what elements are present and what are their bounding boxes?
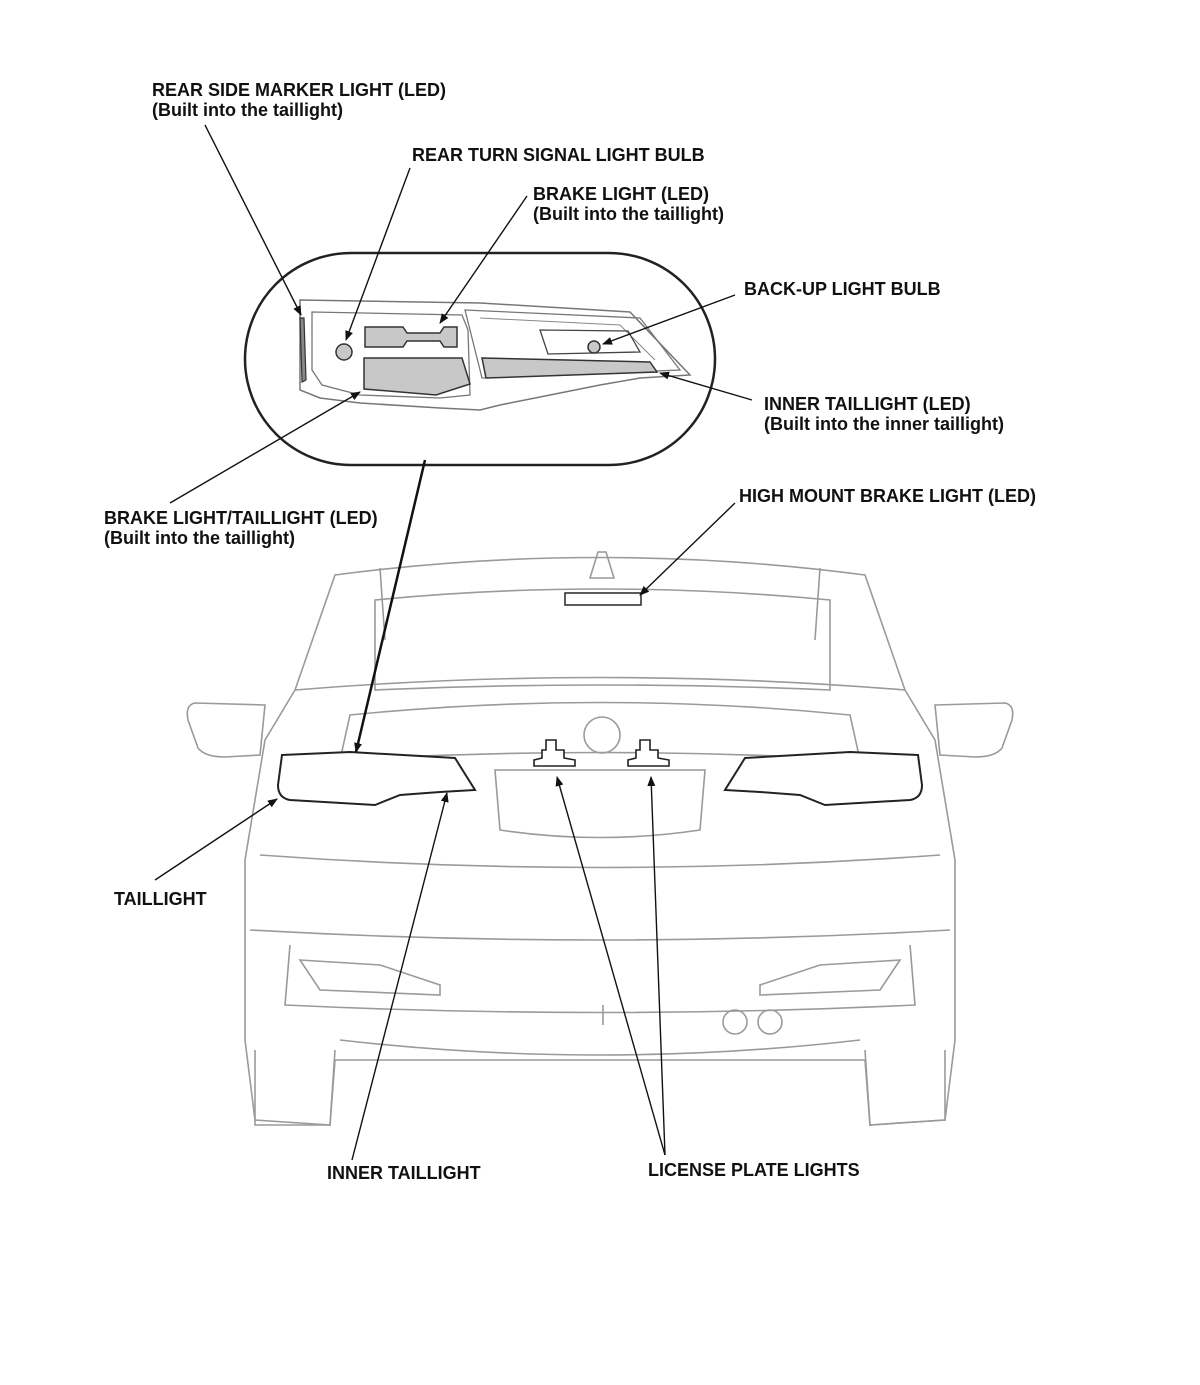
brake-led <box>364 326 458 348</box>
label-brake-taillight: BRAKE LIGHT/TAILLIGHT (LED) (Built into … <box>104 508 378 548</box>
label-line: BACK-UP LIGHT BULB <box>744 279 941 299</box>
license-plate-lights <box>533 739 670 767</box>
label-line: TAILLIGHT <box>114 889 207 909</box>
side-marker-led <box>299 317 307 383</box>
label-brake-light: BRAKE LIGHT (LED) (Built into the tailli… <box>533 184 724 224</box>
label-inner-taillight-led: INNER TAILLIGHT (LED) (Built into the in… <box>764 394 1004 434</box>
taillights <box>276 750 924 807</box>
inner-taillight-led <box>481 357 659 379</box>
backup-bulb <box>587 340 601 354</box>
detail-oval <box>243 251 717 467</box>
label-line: BRAKE LIGHT/TAILLIGHT (LED) <box>104 508 378 528</box>
label-line: (Built into the taillight) <box>104 528 295 548</box>
label-backup-light: BACK-UP LIGHT BULB <box>744 279 941 299</box>
label-line: REAR TURN SIGNAL LIGHT BULB <box>412 145 705 165</box>
label-line: REAR SIDE MARKER LIGHT (LED) <box>152 80 446 100</box>
label-line: (Built into the inner taillight) <box>764 414 1004 434</box>
left-taillight <box>276 750 477 807</box>
right-taillight <box>723 750 924 807</box>
label-line: (Built into the taillight) <box>533 204 724 224</box>
high-mount-brake-light <box>564 592 642 606</box>
label-line: LICENSE PLATE LIGHTS <box>648 1160 860 1180</box>
label-taillight: TAILLIGHT <box>114 889 207 909</box>
label-line: INNER TAILLIGHT <box>327 1163 481 1183</box>
label-line: (Built into the taillight) <box>152 100 343 120</box>
brake-taillight-led <box>363 357 471 396</box>
label-rear-side-marker: REAR SIDE MARKER LIGHT (LED) (Built into… <box>152 80 446 120</box>
turn-signal-bulb <box>335 343 353 361</box>
label-high-mount: HIGH MOUNT BRAKE LIGHT (LED) <box>739 486 1036 506</box>
leader-lines <box>154 124 753 1161</box>
label-rear-turn-signal: REAR TURN SIGNAL LIGHT BULB <box>412 145 705 165</box>
label-line: HIGH MOUNT BRAKE LIGHT (LED) <box>739 486 1036 506</box>
label-line: BRAKE LIGHT (LED) <box>533 184 709 204</box>
label-inner-taillight: INNER TAILLIGHT <box>327 1163 481 1183</box>
label-license-plate: LICENSE PLATE LIGHTS <box>648 1160 860 1180</box>
label-line: INNER TAILLIGHT (LED) <box>764 394 971 414</box>
car-body <box>186 551 1014 1126</box>
